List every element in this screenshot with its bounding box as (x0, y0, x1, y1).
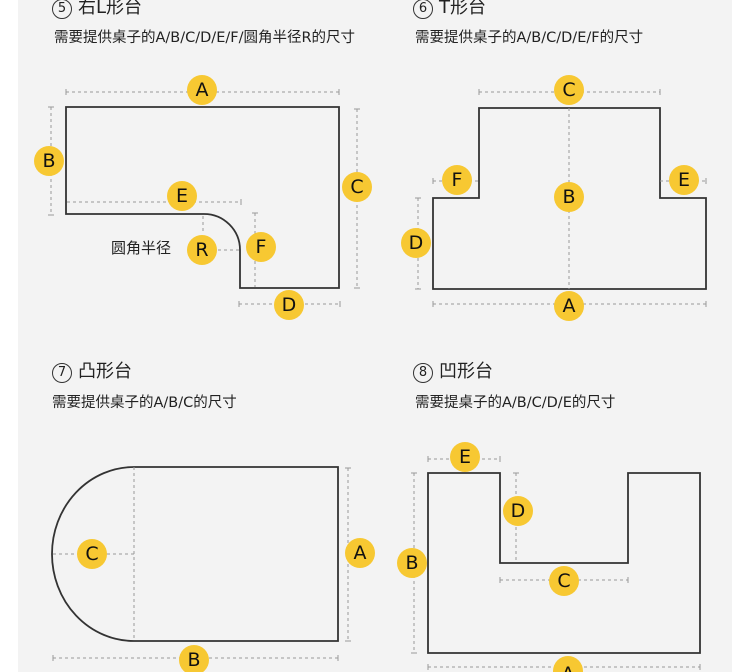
badge-c: C (77, 539, 107, 569)
t-desk-outline (432, 107, 707, 290)
svg-text:A: A (562, 663, 575, 672)
section-6-title-text: T形台 (439, 0, 486, 18)
section-6-subtitle: 需要提供桌子的A/B/C/D/E/F的尺寸 (415, 30, 644, 46)
svg-text:B: B (405, 552, 418, 574)
badge-c: C (549, 566, 579, 596)
badge-b: B (34, 146, 64, 176)
badge-a: A (553, 656, 583, 672)
svg-text:D: D (511, 500, 526, 522)
background-panel (18, 0, 732, 672)
svg-text:C: C (562, 79, 575, 101)
badge-d: D (401, 228, 431, 258)
svg-text:B: B (562, 186, 575, 208)
badge-e: E (669, 165, 699, 195)
section-5-title: 5 右L形台 (52, 0, 142, 19)
badge-a: A (554, 291, 584, 321)
svg-text:B: B (42, 150, 55, 172)
section-5-title-text: 右L形台 (78, 0, 143, 18)
svg-text:A: A (196, 79, 209, 101)
section-7-subtitle: 需要提供桌子的A/B/C的尺寸 (52, 395, 237, 411)
svg-text:F: F (256, 236, 267, 258)
convex-desk-outline (51, 466, 339, 642)
svg-text:E: E (459, 446, 471, 468)
svg-text:C: C (85, 543, 98, 565)
section-7-title: 7 凸形台 (52, 362, 132, 383)
right-l-desk-outline (65, 106, 340, 289)
badge-e: E (167, 181, 197, 211)
badge-b: B (397, 548, 427, 578)
svg-text:F: F (452, 169, 463, 191)
t-desk-diagram: C B F E D A (401, 75, 707, 321)
section-8-number: 8 (413, 363, 433, 383)
svg-text:D: D (282, 294, 297, 316)
badge-a: A (187, 75, 217, 105)
badge-r: R (187, 235, 217, 265)
section-6-title: 6 T形台 (413, 0, 486, 19)
section-5-subtitle: 需要提供桌子的A/B/C/D/E/F/圆角半径R的尺寸 (54, 30, 356, 46)
section-6-number: 6 (413, 0, 433, 19)
section-8-title-text: 凹形台 (439, 361, 493, 382)
badge-a: A (345, 538, 375, 568)
svg-text:C: C (557, 570, 570, 592)
svg-text:D: D (409, 232, 424, 254)
svg-text:E: E (176, 185, 188, 207)
svg-text:B: B (187, 649, 200, 671)
convex-desk-diagram: C A B (51, 466, 375, 672)
svg-text:A: A (354, 542, 367, 564)
badge-e: E (450, 442, 480, 472)
badge-f: F (246, 232, 276, 262)
badge-d: D (274, 290, 304, 320)
concave-desk-diagram: E D B C A (397, 442, 701, 672)
section-8-title: 8 凹形台 (413, 362, 493, 383)
svg-text:C: C (350, 176, 363, 198)
section-7-number: 7 (52, 363, 72, 383)
badge-b: B (554, 182, 584, 212)
section-7-title-text: 凸形台 (78, 361, 132, 382)
svg-text:A: A (563, 295, 576, 317)
right-l-desk-diagram: 圆角半径 A B C D E F R (34, 75, 372, 320)
radius-label: 圆角半径 (111, 239, 171, 257)
badge-f: F (442, 165, 472, 195)
badge-d: D (503, 496, 533, 526)
badge-b: B (179, 645, 209, 672)
concave-desk-outline (427, 472, 701, 654)
badge-c: C (342, 172, 372, 202)
badge-c: C (554, 75, 584, 105)
section-8-subtitle: 需要提桌子的A/B/C/D/E的尺寸 (415, 395, 616, 411)
section-5-number: 5 (52, 0, 72, 19)
svg-text:R: R (195, 239, 208, 261)
svg-text:E: E (678, 169, 690, 191)
